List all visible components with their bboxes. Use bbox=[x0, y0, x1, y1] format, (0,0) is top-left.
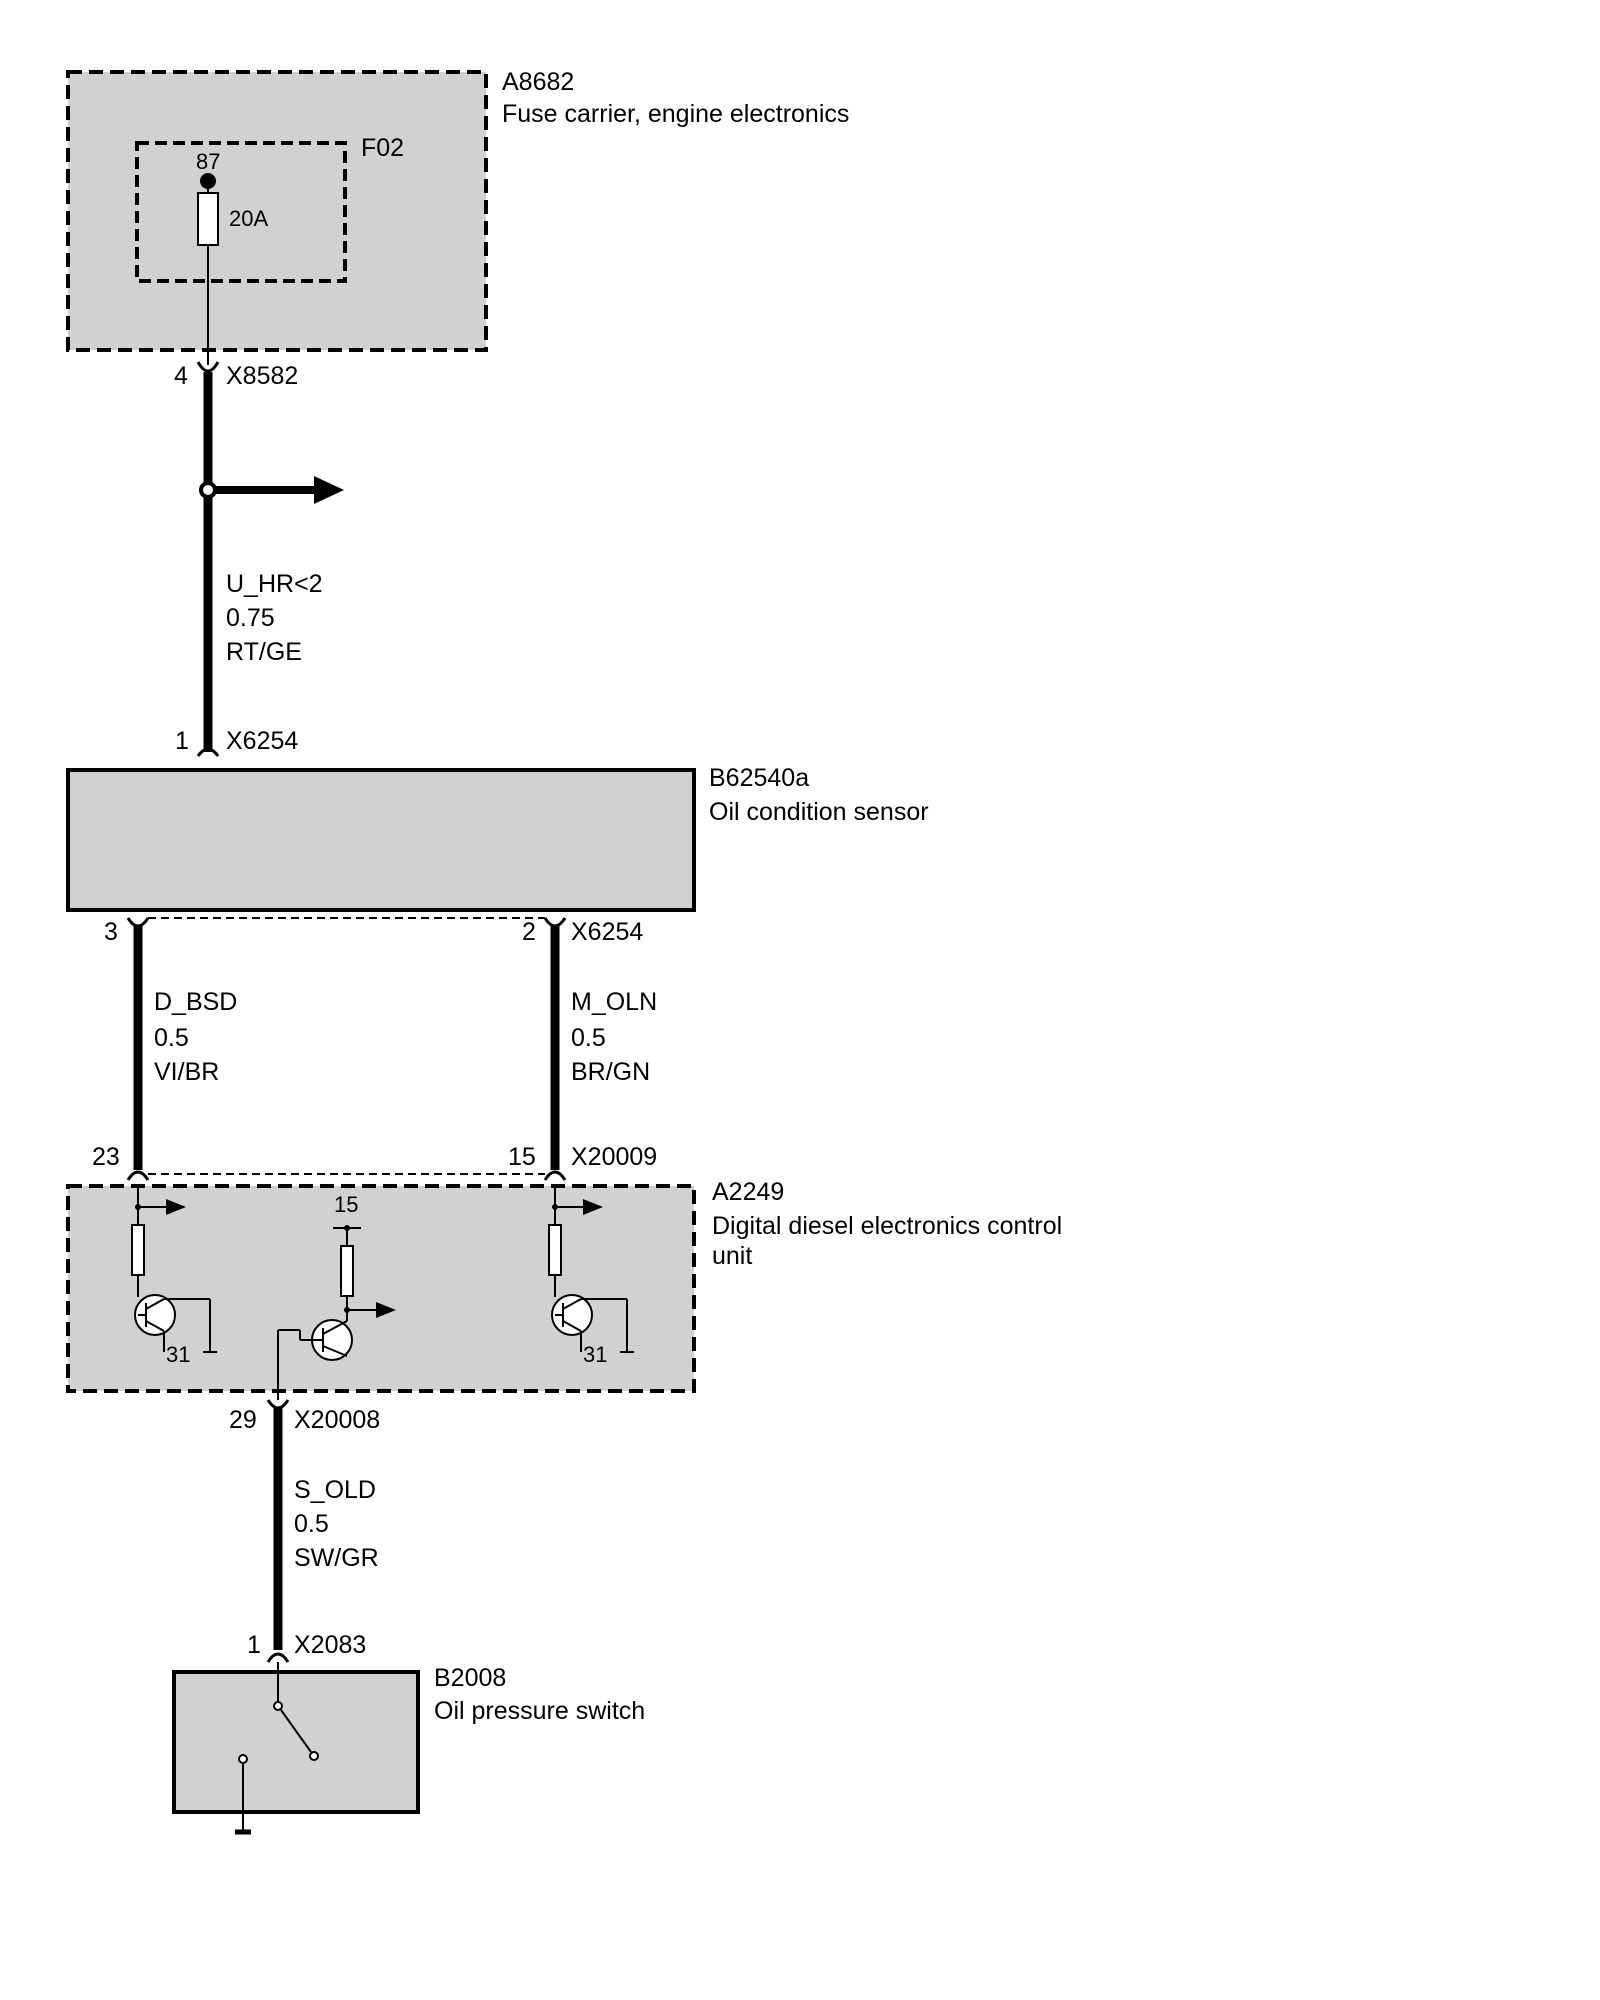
connector-x2083-pin: 1 bbox=[247, 1631, 261, 1659]
fuse-carrier-box bbox=[66, 70, 488, 352]
supply-label-15: 15 bbox=[334, 1192, 358, 1217]
oil-condition-sensor-id: B62540a bbox=[709, 764, 809, 792]
connector-x2083-icon bbox=[266, 1652, 290, 1663]
branch-arrow-head bbox=[314, 476, 344, 504]
fuse-icon bbox=[197, 192, 219, 246]
connector-x2083-name: X2083 bbox=[294, 1631, 366, 1659]
oil-pressure-switch-box bbox=[172, 1670, 420, 1814]
fuse-f02-box bbox=[135, 141, 347, 283]
wire-m-oln-size: 0.5 bbox=[571, 1024, 606, 1052]
wire-d-bsd-color: VI/BR bbox=[154, 1058, 219, 1086]
connector-x6254-right-pin: 2 bbox=[522, 918, 536, 946]
output-stage-middle bbox=[277, 1225, 396, 1400]
control-unit-name-line2: unit bbox=[712, 1242, 752, 1270]
connector-x8582-pin: 4 bbox=[174, 362, 188, 390]
connector-x20009-right-name: X20009 bbox=[571, 1143, 657, 1171]
control-unit-id: A2249 bbox=[712, 1178, 784, 1206]
wire-supply-color: RT/GE bbox=[226, 638, 302, 666]
ground-label-left: 31 bbox=[166, 1342, 190, 1367]
connector-x20009-right-pin: 15 bbox=[508, 1143, 536, 1171]
wire-d-bsd-signal: D_BSD bbox=[154, 988, 237, 1016]
connector-x8582-name: X8582 bbox=[226, 362, 298, 390]
wire-supply-signal: U_HR<2 bbox=[226, 570, 323, 598]
connector-x8582-icon bbox=[196, 361, 220, 373]
fuse-carrier-id: A8682 bbox=[502, 68, 574, 96]
input-stage-left bbox=[131, 1186, 217, 1353]
fuse-carrier-name: Fuse carrier, engine electronics bbox=[502, 100, 849, 128]
wire-supply-size: 0.75 bbox=[226, 604, 275, 632]
connector-x6254-left-pin: 3 bbox=[104, 918, 118, 946]
oil-condition-sensor-name: Oil condition sensor bbox=[709, 798, 929, 826]
ground-label-right: 31 bbox=[583, 1342, 607, 1367]
wire-s-old-size: 0.5 bbox=[294, 1510, 329, 1538]
control-unit-name-line1: Digital diesel electronics control bbox=[712, 1212, 1062, 1240]
connector-x6254-right-icon bbox=[543, 917, 567, 928]
wire-m-oln-color: BR/GN bbox=[571, 1058, 650, 1086]
connector-x20008-pin: 29 bbox=[229, 1406, 257, 1434]
fuse-f02-id: F02 bbox=[361, 134, 404, 162]
oil-pressure-switch-name: Oil pressure switch bbox=[434, 1697, 645, 1725]
input-stage-right bbox=[548, 1186, 634, 1353]
connector-x20009-right-icon bbox=[543, 1170, 567, 1181]
connector-x6254-top-name: X6254 bbox=[226, 727, 298, 755]
switch-icon bbox=[238, 1662, 319, 1830]
fuse-rating: 20A bbox=[229, 206, 268, 231]
connector-x20008-name: X20008 bbox=[294, 1406, 380, 1434]
control-unit-box bbox=[66, 1184, 696, 1393]
connector-x6254-top-pin: 1 bbox=[175, 727, 189, 755]
connector-x6254-right-name: X6254 bbox=[571, 918, 643, 946]
connector-x20008-icon bbox=[266, 1399, 290, 1410]
splice-node bbox=[199, 481, 217, 499]
connector-x6254-left-icon bbox=[126, 917, 150, 928]
connector-x6254-top-icon bbox=[196, 747, 220, 757]
connector-x20009-left-icon bbox=[126, 1170, 150, 1181]
oil-pressure-switch-id: B2008 bbox=[434, 1664, 506, 1692]
wire-s-old-color: SW/GR bbox=[294, 1544, 379, 1572]
wire-d-bsd-size: 0.5 bbox=[154, 1024, 189, 1052]
connector-x20009-left-pin: 23 bbox=[92, 1143, 120, 1171]
oil-condition-sensor-box bbox=[66, 768, 696, 912]
fuse-pin-87: 87 bbox=[196, 149, 220, 174]
wire-s-old-signal: S_OLD bbox=[294, 1476, 376, 1504]
wire-m-oln-signal: M_OLN bbox=[571, 988, 657, 1016]
